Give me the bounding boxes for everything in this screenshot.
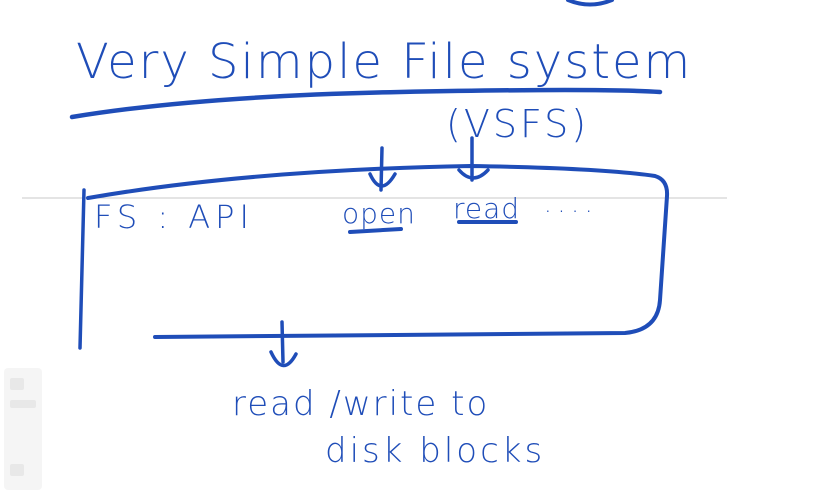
cutoff-circle-stroke xyxy=(566,0,614,7)
abbreviation-label: (VSFS) xyxy=(446,102,589,146)
diagram-title: Very Simple File system xyxy=(76,34,692,90)
box-label: FS : API xyxy=(94,198,254,236)
faint-thumbnail-overlay xyxy=(4,368,42,490)
thumbnail-block xyxy=(10,464,24,476)
read-arrow-head-icon xyxy=(457,168,490,180)
api-call-read: read xyxy=(453,192,520,225)
api-box-outline xyxy=(86,164,670,339)
api-box-left-edge xyxy=(78,188,86,350)
bottom-note-line2: disk blocks xyxy=(325,431,545,471)
thumbnail-block xyxy=(10,400,36,408)
open-arrow-head-icon xyxy=(368,172,397,188)
disk-arrow-head-icon xyxy=(269,350,298,368)
ellipsis: .... xyxy=(544,190,599,218)
thumbnail-block xyxy=(10,378,24,390)
open-arrow-shaft xyxy=(379,146,384,192)
api-call-open: open xyxy=(342,197,416,230)
open-underline xyxy=(348,227,403,234)
bottom-note-line1: read /write to xyxy=(232,384,489,424)
title-underline xyxy=(69,87,663,120)
disk-arrow-shaft xyxy=(280,320,285,364)
